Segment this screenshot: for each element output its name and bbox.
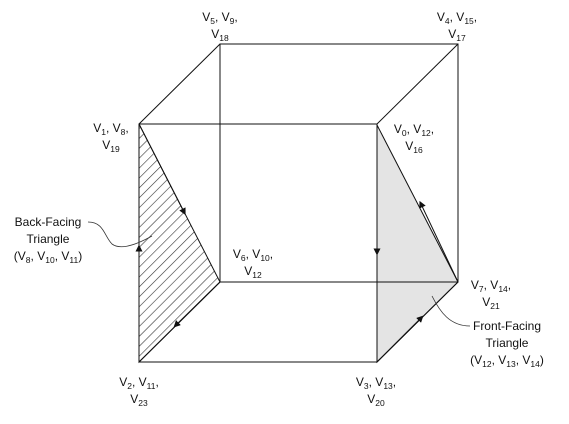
winding-arrow [376, 315, 424, 363]
vertex-label-bottom-front-right: V3​, V13​, V20​ [356, 375, 396, 408]
svg-text:V19​: V19​ [102, 138, 120, 154]
svg-text:V7​, V14​,: V7​, V14​, [471, 278, 511, 294]
svg-text:V16​: V16​ [405, 139, 423, 155]
winding-arrow [138, 123, 186, 216]
front-facing-subtitle: Triangle [486, 336, 529, 350]
back-facing-subtitle: Triangle [27, 232, 70, 246]
svg-text:V6​, V10​,: V6​, V10​, [233, 247, 273, 263]
front-facing-title: Front-Facing [473, 319, 541, 333]
svg-text:V5​, V9​,: V5​, V9​, [202, 10, 238, 26]
back-facing-leader-line [87, 221, 153, 248]
winding-arrow [173, 281, 221, 328]
back-facing-callout: Back-Facing Triangle (V8​, V10​, V11​) [14, 215, 82, 265]
svg-text:V1​, V8​,: V1​, V8​, [93, 121, 129, 137]
vertex-label-bottom-back-right: V7​, V14​, V21​ [471, 278, 511, 311]
front-facing-vertices: (V12​, V13​, V14​) [470, 353, 544, 369]
winding-arrow [419, 200, 459, 283]
vertex-label-top-front-right: V0​, V12​, V16​ [394, 122, 434, 155]
svg-text:V3​, V13​,: V3​, V13​, [356, 375, 396, 391]
front-facing-callout: Front-Facing Triangle (V12​, V13​, V14​) [470, 319, 544, 369]
cube-edge-top-left [138, 43, 221, 125]
cube-edge-top-right [376, 43, 459, 125]
svg-text:V17​: V17​ [448, 27, 466, 43]
svg-text:V20​: V20​ [367, 392, 385, 408]
back-facing-title: Back-Facing [15, 215, 82, 229]
vertex-label-top-back-right: V4​, V15​, V17​ [437, 10, 477, 43]
svg-text:V4​, V15​,: V4​, V15​, [437, 10, 477, 26]
svg-text:V23​: V23​ [130, 392, 148, 408]
front-facing-triangle [376, 124, 459, 364]
back-facing-triangle [138, 123, 221, 364]
vertex-label-top-back-left: V5​, V9​, V18​ [202, 10, 238, 43]
svg-text:V18​: V18​ [211, 27, 229, 43]
front-facing-leader-line [431, 295, 471, 327]
svg-text:V2​, V11​,: V2​, V11​, [119, 375, 159, 391]
vertex-label-top-front-left: V1​, V8​, V19​ [93, 121, 129, 154]
svg-text:V21​: V21​ [482, 295, 500, 311]
vertex-label-bottom-front-left: V2​, V11​, V23​ [119, 375, 159, 408]
back-facing-vertices: (V8​, V10​, V11​) [14, 249, 82, 265]
svg-text:V0​, V12​,: V0​, V12​, [394, 122, 434, 138]
cube-back-face [219, 43, 459, 283]
vertex-label-bottom-back-left: V6​, V10​, V12​ [233, 247, 273, 280]
svg-text:V12​: V12​ [244, 264, 262, 280]
